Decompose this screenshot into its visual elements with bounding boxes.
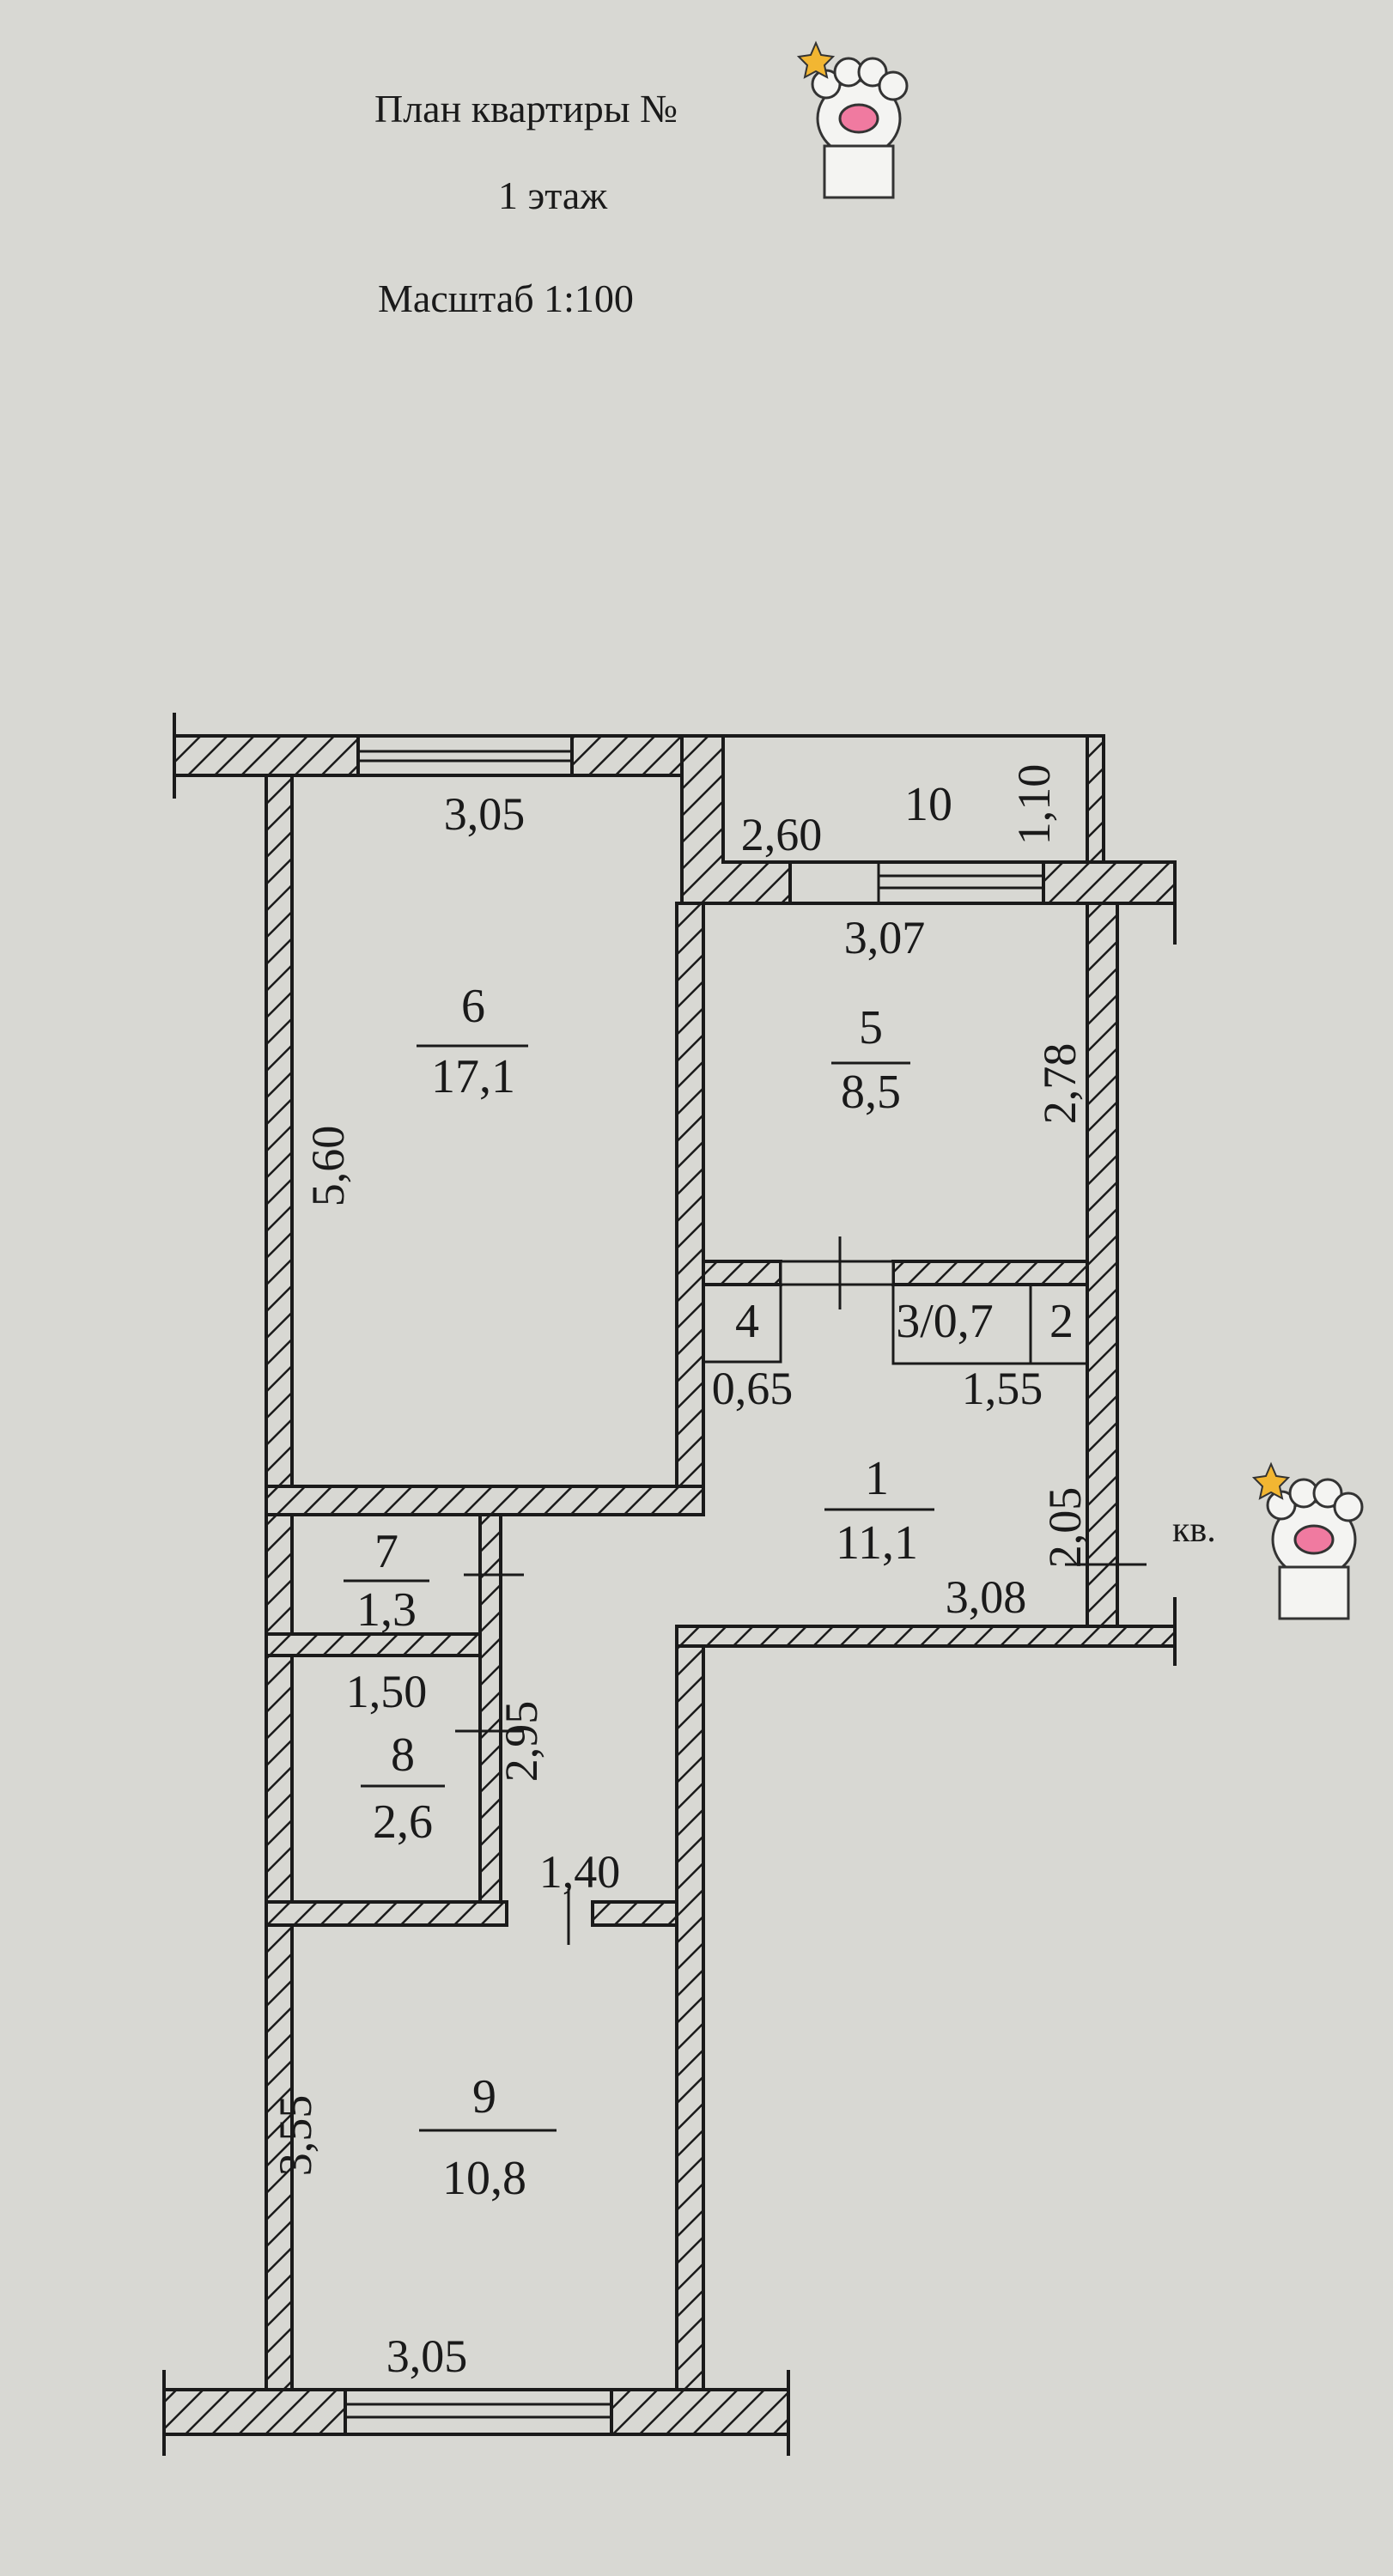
room-5-number: 5 (859, 1001, 883, 1054)
room-4-number: 4 (735, 1295, 759, 1348)
dim-room6-width: 3,05 (444, 788, 526, 840)
room-6-number: 6 (461, 980, 485, 1033)
dimensions: 3,05 5,60 2,60 1,10 3,07 2,78 0,65 1,55 … (270, 764, 1091, 2382)
room-labels: 1 11,1 5 8,5 6 17,1 7 1,3 8 2,6 9 10,8 1… (344, 778, 1074, 2205)
dim-hall-width: 3,08 (946, 1571, 1027, 1623)
scale-label: Масштаб 1:100 (378, 276, 634, 320)
dim-room9-length: 3,55 (270, 2095, 321, 2177)
dim-room5-width: 3,07 (844, 912, 926, 963)
dim-balcony-depth: 1,10 (1008, 764, 1060, 846)
dim-room5-length: 2,78 (1034, 1043, 1086, 1125)
dim-room9-width: 3,05 (386, 2330, 468, 2382)
room-7-number: 7 (374, 1525, 398, 1578)
room-7-area: 1,3 (356, 1583, 417, 1637)
room-9-area: 10,8 (442, 2152, 526, 2205)
room-8-area: 2,6 (373, 1795, 433, 1849)
room-2-number: 2 (1049, 1295, 1074, 1348)
dim-corridor-length: 2,95 (496, 1701, 547, 1783)
room-5-area: 8,5 (841, 1066, 901, 1119)
room-6-area: 17,1 (431, 1050, 515, 1103)
plan-title: План квартиры № (374, 87, 678, 131)
floor-label: 1 этаж (498, 173, 607, 217)
room-1-area: 11,1 (836, 1516, 918, 1570)
dim-room6-length: 5,60 (302, 1126, 354, 1207)
apartment-label: кв. (1172, 1510, 1216, 1550)
dim-balcony-width: 2,60 (741, 809, 823, 860)
paw-sticker-icon (797, 41, 909, 199)
room-8-number: 8 (391, 1728, 415, 1782)
room-9-number: 9 (472, 2070, 496, 2123)
room-3-number-area: 3/0,7 (896, 1295, 994, 1348)
dim-room4-width: 0,65 (712, 1363, 794, 1414)
room-10-number: 10 (904, 778, 952, 831)
room-1-number: 1 (865, 1452, 889, 1505)
paw-sticker-icon (1252, 1462, 1364, 1620)
dim-corridor-width: 1,40 (539, 1846, 621, 1898)
dim-room3-2-width: 1,55 (962, 1363, 1043, 1414)
dim-room8-width: 1,50 (346, 1666, 428, 1717)
dim-hall-depth: 2,05 (1039, 1487, 1091, 1569)
walls (162, 713, 1177, 2456)
